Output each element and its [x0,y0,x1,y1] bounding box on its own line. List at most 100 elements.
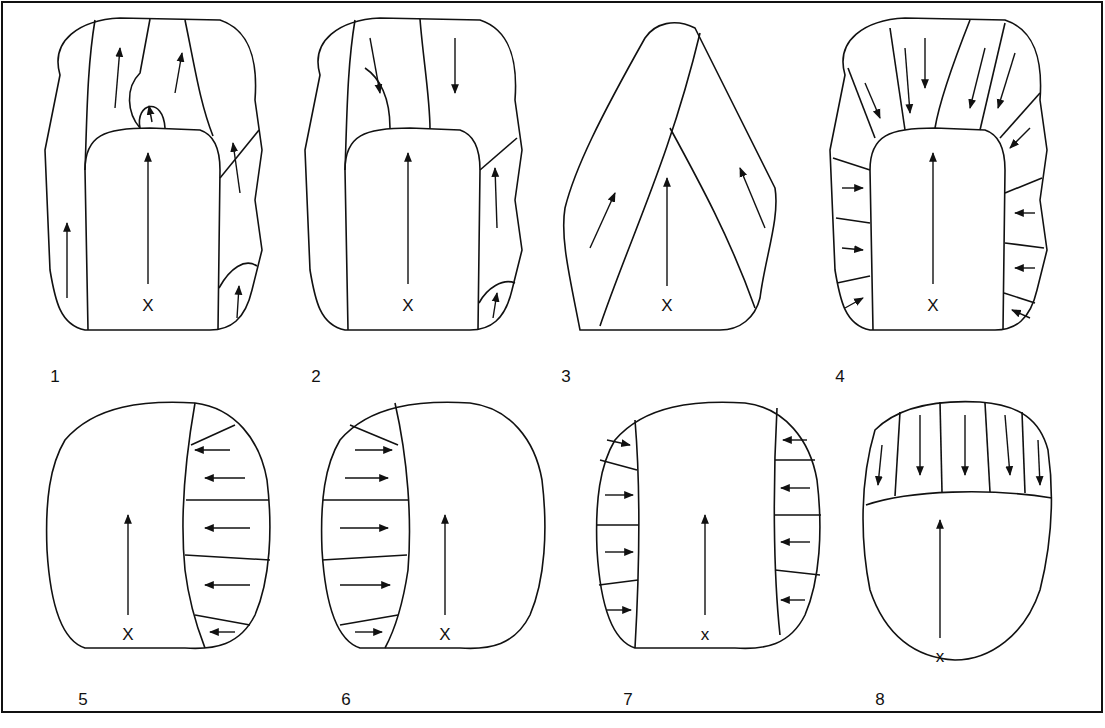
direction-arrow [740,168,765,228]
scar-outline [895,412,900,496]
scar-outline [322,555,407,560]
figure-number: 5 [78,691,87,708]
scar-outline [322,402,545,648]
flake-scar-drawing [564,23,776,330]
scar-outline [350,425,398,445]
direction-arrow [919,415,920,475]
direction-arrow [340,584,390,585]
impact-point: x [701,626,710,643]
impact-point: X [122,626,133,643]
direction-arrow [605,551,633,552]
figure-number: 8 [875,691,884,708]
figure-number: 4 [835,368,844,385]
direction-arrow [175,53,182,93]
scar-outline [195,615,250,625]
direction-arrow [149,106,152,122]
flake-scar-drawing [863,402,1052,660]
direction-arrow [607,440,630,445]
scar-outline [1004,293,1035,303]
direction-arrow [495,168,497,228]
direction-arrow [878,445,882,485]
scar-outline [564,23,776,330]
scar-outline [191,425,235,445]
direction-arrow [1012,310,1030,318]
scar-outline [185,555,270,560]
direction-arrow [781,487,810,488]
figure-number: 3 [561,368,570,385]
scar-outline [848,68,875,138]
direction-arrow [205,527,250,528]
scar-outline [480,138,517,170]
flake-scar-drawing [830,18,1047,330]
direction-arrow [1038,440,1040,485]
direction-arrow [607,609,631,610]
impact-point: X [439,626,450,643]
direction-arrow [1010,128,1030,148]
direction-arrow [454,38,455,93]
scar-outline [837,276,870,283]
scar-outline [836,218,870,223]
direction-arrow [842,187,863,188]
scar-outline [774,514,821,516]
scar-outline [775,570,820,575]
scar-outline [45,18,262,330]
figure-number: 1 [50,368,59,385]
impact-point: X [142,297,153,314]
scar-outline [1000,93,1040,138]
scar-outline [935,20,970,128]
direction-arrow [905,48,910,113]
impact-point: x [936,648,945,665]
direction-arrow [1015,267,1035,268]
scar-outline [479,282,515,303]
scar-outline [866,492,1052,505]
direction-arrow [998,53,1015,108]
direction-arrow [127,515,128,615]
scar-outline [186,499,269,501]
scar-outline [670,128,755,308]
direction-arrow [842,248,863,250]
scar-outline [985,403,990,492]
scar-outline [635,420,639,648]
impact-point: X [661,297,672,314]
direction-arrow [205,477,245,478]
figure-number: 7 [623,691,632,708]
scar-outline [85,128,220,330]
direction-arrow [845,298,863,308]
direction-arrow [66,223,67,298]
direction-arrow [783,439,807,440]
scar-outline [830,18,1047,330]
scar-outline [305,18,522,330]
figure-number: 6 [341,691,350,708]
direction-arrow [781,541,810,542]
frame [2,2,1102,712]
direction-arrow [115,48,120,108]
scar-outline [219,263,257,288]
scar-outline [870,128,1005,330]
scar-outline [863,402,1051,660]
direction-arrow [205,584,250,585]
scar-outline [599,580,638,585]
scar-outline [220,130,259,178]
scar-outline [323,499,408,501]
scar-outline [833,158,870,170]
flake-scar-drawing [596,402,821,648]
scar-outline [1022,412,1025,493]
impact-point: X [402,297,413,314]
direction-arrow [210,631,235,632]
direction-arrow [781,599,805,600]
direction-arrow [195,449,230,450]
direction-arrow [444,515,445,615]
scar-outline [596,524,639,526]
scar-outline [600,460,637,470]
direction-arrow [605,494,633,495]
direction-arrow [1015,212,1035,213]
direction-arrow [340,527,388,528]
direction-arrow [666,178,667,286]
scar-outline [420,19,430,129]
direction-arrow [939,520,940,638]
scar-outline [185,20,213,136]
direction-arrow [355,631,382,632]
scar-outline [129,19,150,128]
figure-number: 2 [311,368,320,385]
direction-arrow [370,38,380,93]
